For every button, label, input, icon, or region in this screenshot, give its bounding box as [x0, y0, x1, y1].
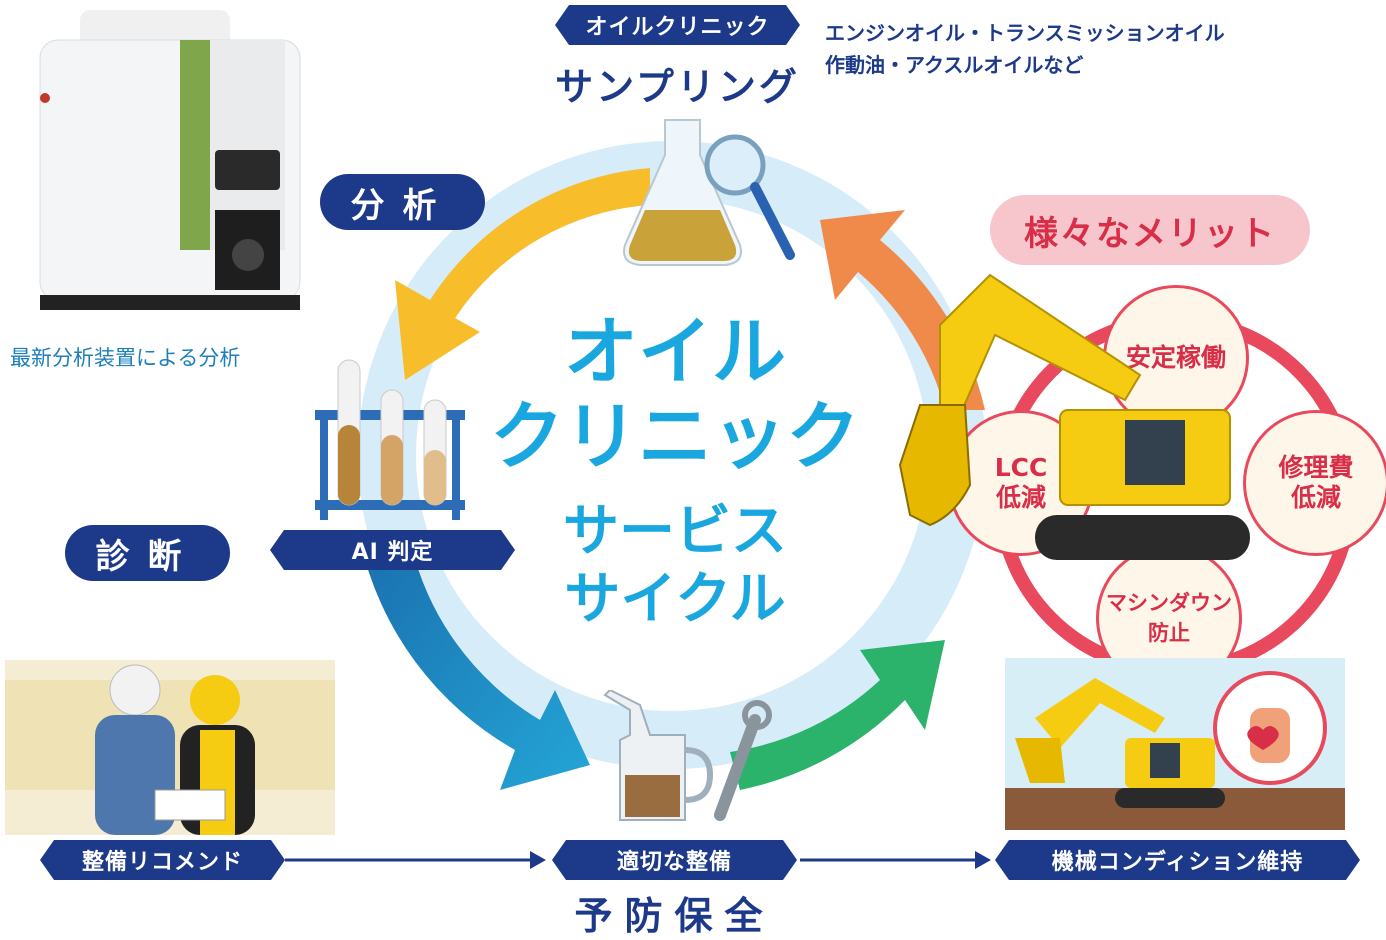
merit-repair-cost-reduction: 修理費 低減: [1243, 410, 1386, 556]
test-tubes-icon: [315, 359, 465, 520]
oil-types-line-1: エンジンオイル・トランスミッションオイル: [825, 21, 1225, 45]
sampling-title: サンプリング: [555, 65, 800, 109]
maintenance-recommend-tag: 整備リコメンド: [40, 840, 285, 880]
center-title-line-1: オイル: [564, 309, 786, 395]
preventive-maintenance-footer: 予防保全: [574, 894, 775, 938]
blue-arrow: [360, 540, 590, 790]
oil-can-wrench-icon: [603, 690, 772, 821]
machine-condition-tag: 機械コンディション維持: [995, 840, 1360, 880]
merits-title: 様々なメリット: [990, 195, 1310, 265]
oil-types-line-2: 作動油・アクスルオイルなど: [825, 53, 1084, 77]
center-title-line-2: クリニック: [490, 394, 860, 480]
merit-stable-operation: 安定稼働: [1103, 285, 1249, 431]
analysis-caption: 最新分析装置による分析: [10, 346, 241, 370]
excavator-image: [898, 273, 1250, 560]
oil-clinic-tag: オイルクリニック: [555, 5, 800, 45]
healthy-machine-image: [1005, 658, 1345, 830]
green-arrow: [730, 640, 945, 790]
diagnosis-label: 診断: [65, 525, 230, 581]
proper-maintenance-tag: 適切な整備: [552, 840, 797, 880]
mechanics-image: [5, 660, 335, 835]
flask-magnifier-icon: [623, 119, 795, 266]
analysis-label: 分析: [320, 174, 485, 230]
center-title-line-4: サイクル: [564, 567, 786, 632]
yellow-arrow: [395, 168, 650, 380]
analyzer-machine-image: [39, 10, 301, 310]
center-title-line-3: サービス: [563, 499, 787, 564]
ai-judgement-tag: AI 判定: [270, 530, 515, 570]
